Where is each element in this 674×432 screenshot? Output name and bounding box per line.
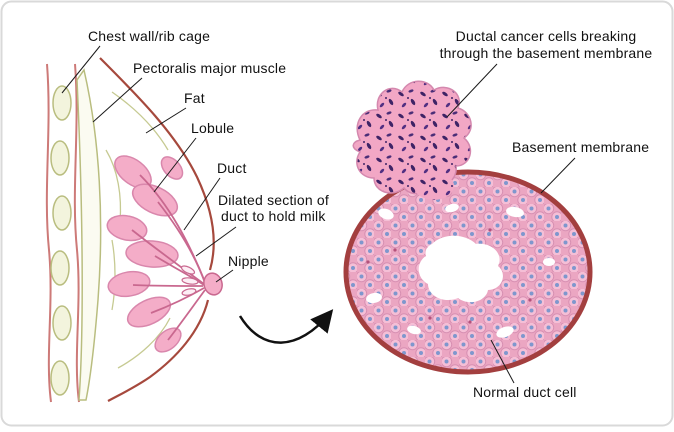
label-basement-membrane: Basement membrane [512,139,649,155]
chest-wall-line [45,63,52,403]
duct-line [167,289,206,341]
lobule-blob [107,270,151,298]
cancer-breakthrough [414,172,454,200]
white-gap [496,326,514,338]
rib-oval [52,305,72,341]
milk-ducts [131,174,206,341]
duct-line [131,229,205,285]
pointer-line-dilated [195,226,237,257]
label-normal-duct-cell: Normal duct cell [473,384,577,400]
nipple-shape [203,272,223,296]
pointer-line-chest-wall [61,45,101,94]
duct-line [150,287,205,314]
fat-tissue [105,91,171,369]
white-gap [506,206,524,218]
dilated-section [181,288,197,296]
pectoralis-muscle [76,68,102,401]
chest-wall-lines [45,63,80,403]
white-gap [378,208,394,220]
pointer-line-lobule [153,137,197,193]
duct-cross-section [343,80,593,375]
pointer-line-fat [145,107,187,134]
speck [428,316,432,320]
left-label-lines [61,45,237,283]
fat-line [117,317,171,369]
label-nipple: Nipple [228,253,269,269]
dilated-section [180,265,196,275]
speck [393,248,397,252]
rib-oval [52,85,72,121]
pink-specks [366,228,532,324]
rib-cage [50,85,72,396]
duct-line [157,201,206,284]
fat-line [105,149,122,223]
lobules [106,155,184,353]
label-cancer-line2: through the basement membrane [440,45,653,61]
right-label-lines [446,63,576,384]
rib-oval [50,250,70,286]
white-gap [407,325,421,335]
label-cancer-line1: Ductal cancer cells breaking [456,28,637,44]
breast-illustration [45,57,223,403]
fat-line [111,91,169,151]
dilated-section [181,277,199,285]
speck [366,260,370,264]
label-duct: Duct [217,160,247,176]
white-gap [366,292,382,304]
white-gaps [366,203,555,338]
left-labels: Chest wall/rib cage Pectoralis major mus… [88,28,329,269]
label-lobule: Lobule [191,120,234,136]
rib-oval [50,360,70,396]
duct-line [154,255,205,286]
pointer-line-nipple [215,269,234,283]
lobule-blob [126,296,172,328]
rib-oval [52,195,72,231]
lobule-blob [125,240,179,268]
label-fat: Fat [184,90,205,106]
white-gap [445,203,459,213]
label-chest-wall: Chest wall/rib cage [88,28,210,44]
pointer-line-pectoralis [92,77,143,123]
rib-oval [50,140,70,176]
chest-wall-line [73,63,80,403]
speck [528,298,532,302]
zoom-arrow [238,309,334,344]
label-pectoralis: Pectoralis major muscle [133,60,286,76]
pointer-line-duct [183,177,221,231]
speck [488,228,492,232]
speck [468,320,472,324]
skin-outline-lower [107,299,210,402]
duct-line [132,284,204,287]
fat-line [111,239,116,311]
label-dilated-line2: duct to hold milk [221,208,326,224]
pointer-line-basement [540,157,576,194]
duct-lumen [418,235,503,303]
pointer-line-normal-cell [490,339,515,384]
white-gap [543,258,555,266]
pointer-line-cancer [446,63,498,118]
right-labels: Ductal cancer cells breaking through the… [440,28,653,400]
dilated-duct-sections [180,265,199,296]
label-dilated-line1: Dilated section of [218,192,329,208]
cancer-cell-cluster [352,80,472,195]
